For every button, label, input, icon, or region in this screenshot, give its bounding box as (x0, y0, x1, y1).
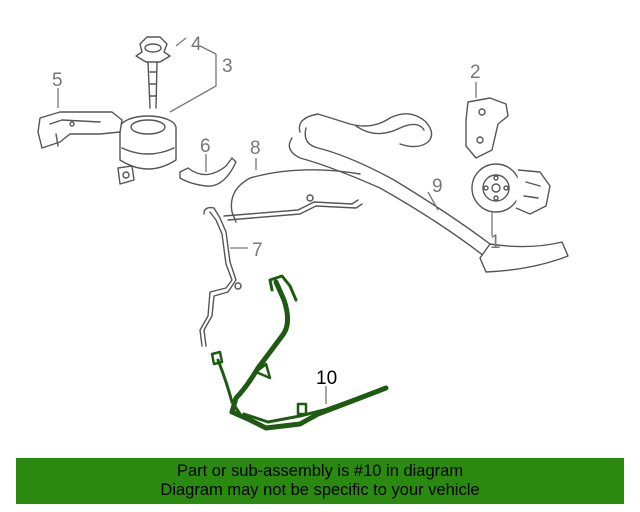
callout-6: 6 (200, 136, 211, 157)
cooler-line[interactable] (199, 206, 242, 347)
callout-10: 10 (316, 368, 337, 389)
banner-line-1: Part or sub-assembly is #10 in diagram (176, 462, 464, 480)
parts-diagram: 1 2 3 4 5 6 7 8 9 10 (37, 34, 569, 431)
pressure-hose-assembly[interactable] (210, 274, 389, 431)
return-hose[interactable] (288, 113, 569, 273)
leader-lines (57, 37, 493, 404)
hose-clamp[interactable] (179, 157, 237, 187)
callout-1: 1 (490, 232, 501, 253)
pump-bracket[interactable] (465, 97, 509, 159)
callout-7: 7 (252, 240, 263, 261)
power-steering-pump[interactable] (471, 163, 551, 215)
pressure-line-upper[interactable] (223, 169, 363, 223)
info-banner: Part or sub-assembly is #10 in diagram D… (16, 458, 624, 504)
callout-4: 4 (191, 34, 202, 55)
callout-3: 3 (222, 56, 233, 77)
reservoir-cap[interactable] (135, 36, 171, 109)
reservoir-bracket[interactable] (37, 111, 123, 149)
callout-8: 8 (250, 138, 261, 159)
banner-line-2: Diagram may not be specific to your vehi… (160, 481, 480, 499)
reservoir[interactable] (117, 115, 177, 185)
callout-2: 2 (470, 62, 481, 83)
callout-9: 9 (432, 176, 443, 197)
callout-5: 5 (52, 70, 63, 91)
